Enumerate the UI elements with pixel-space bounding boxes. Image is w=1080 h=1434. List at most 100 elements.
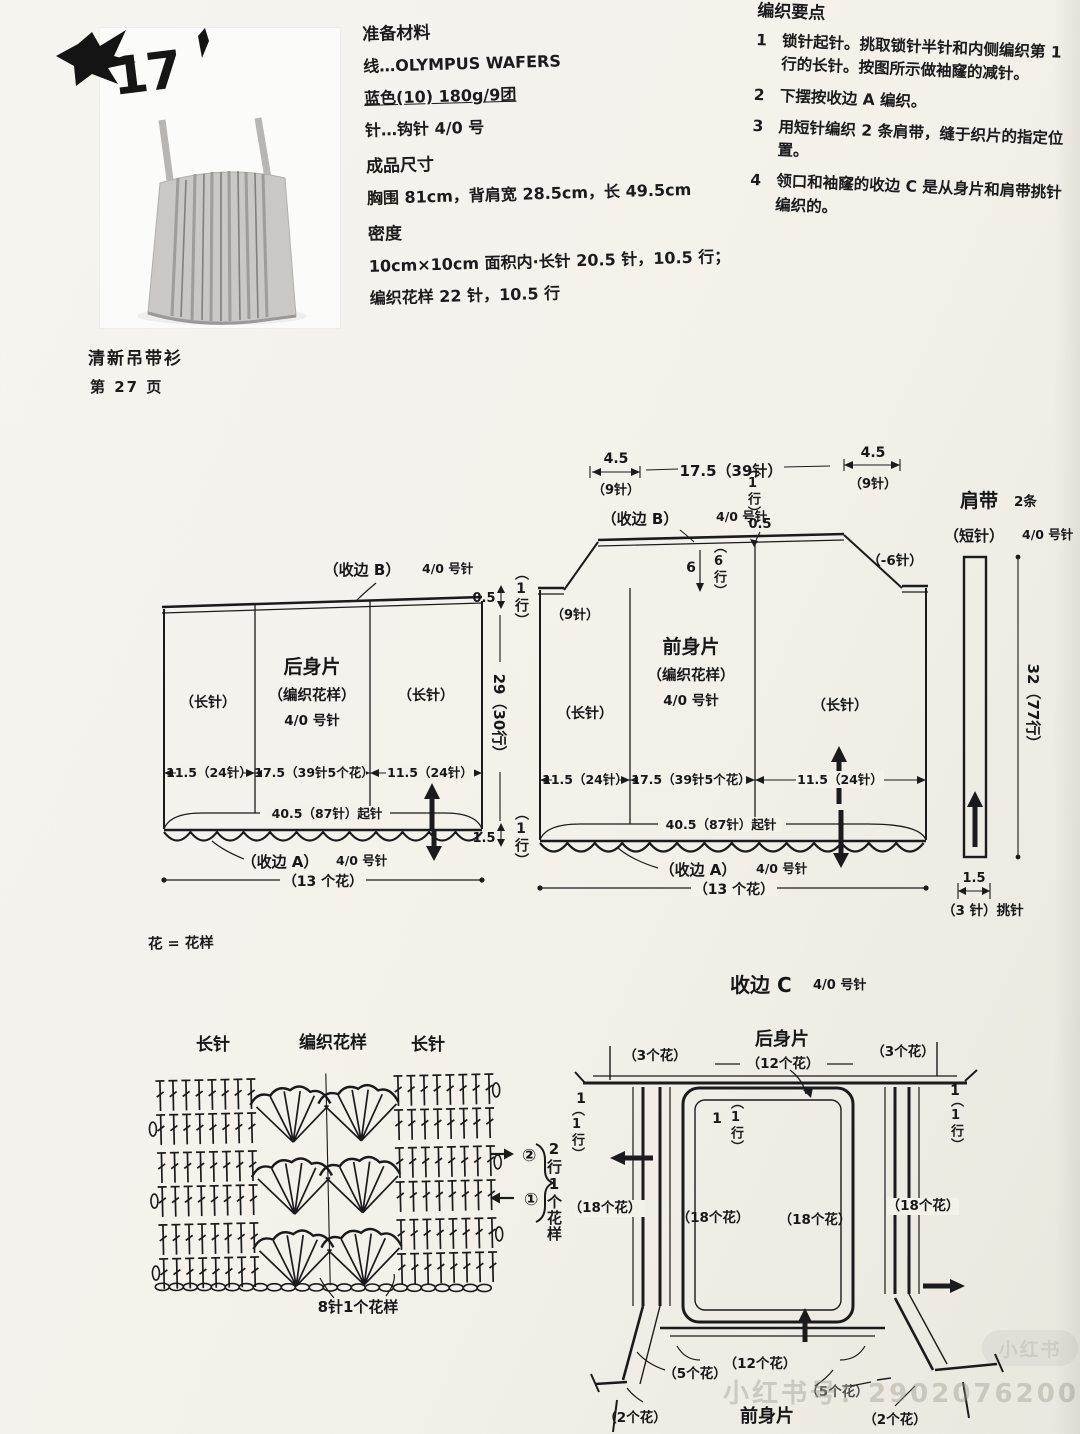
yarn-line: 线…OLYMPUS WAFERS xyxy=(362,51,562,77)
neck-depth-value: 6 xyxy=(686,560,696,576)
bird-silhouette-icon xyxy=(56,30,136,86)
edge-c-front-label: 前身片 xyxy=(740,1405,794,1427)
edge-c-rows-center: （1行） xyxy=(728,1096,743,1154)
keypoint-text: 领口和袖窿的收边 C 是从身片和肩带挑针编织的。 xyxy=(774,172,1063,216)
edge-b-hook-label: 4/0 号针 xyxy=(422,561,474,576)
motif3-ticks xyxy=(609,1042,938,1080)
gauge-heading: 密度 xyxy=(367,223,403,245)
front-strap-sts-right: （9针） xyxy=(849,476,897,492)
shoulder-strap-diagram: 肩带 2条 （短针） 4/0 号针 32（77行） 1.5 （3 针）挑针 xyxy=(942,489,1074,919)
edge-c-rows-right: （1行） xyxy=(948,1094,963,1152)
top-dimension-lines xyxy=(592,464,900,473)
left-5-pointer xyxy=(636,1351,666,1371)
edge-a-pointer xyxy=(211,840,245,860)
keypoint-item: 4 领口和袖窿的收边 C 是从身片和肩带挑针编织的。 xyxy=(749,169,1075,229)
front-cast-on-line xyxy=(539,823,927,841)
front-shoulder-sts: （9针） xyxy=(551,607,599,623)
vertical-repeat-label: 2行1个花样 xyxy=(545,1140,563,1242)
edge-c-title: 收边 C xyxy=(730,973,792,997)
edge-c-center-inner xyxy=(694,1099,842,1311)
motif5-right: （5个花） xyxy=(805,1383,868,1400)
keypoint-item: 3 用短针编织 2 条肩带，缝于织片的指定位置。 xyxy=(751,115,1077,175)
front-width-middle: 17.5（39针5个花） xyxy=(631,772,750,787)
motif-note: 花 = 花样 xyxy=(147,935,214,953)
motif18-4: （18个花） xyxy=(887,1197,960,1214)
motif18-2: （18个花） xyxy=(677,1209,750,1226)
front-edge-b-pointer xyxy=(679,529,695,543)
back-right-column-label: （长针） xyxy=(398,687,454,704)
xiaohongshu-id-watermark: 小红书号：2902076200 xyxy=(723,1379,1079,1409)
back-cast-on-label: 40.5（87针）起针 xyxy=(272,806,383,821)
keypoint-item: 2 下摆按收边 A 编织。 xyxy=(753,83,1078,120)
front-right-slant xyxy=(843,534,903,589)
edge-b-label: （收边 B） xyxy=(324,561,401,579)
right-5-pointer xyxy=(814,1369,834,1387)
motif18-1: （18个花） xyxy=(569,1199,642,1216)
materials-heading: 准备材料 xyxy=(362,23,431,45)
strap-title: 肩带 xyxy=(960,489,998,512)
edge-c-diagram: 收边 C 4/0 号针 后身片 （3个花） （3个花） （12个花） 1 1 1… xyxy=(569,973,1004,1433)
back-height-label: 29（30行） xyxy=(490,674,508,761)
motif12-bottom: （12个花） xyxy=(724,1355,797,1372)
motif18-3: （18个花） xyxy=(779,1211,852,1228)
front-neck-width: 17.5（39针） xyxy=(680,462,783,480)
edge-c-hook: 4/0 号针 xyxy=(813,977,866,993)
camisole-strap-left xyxy=(158,119,174,181)
front-stitch-pattern-label: （编织花样） xyxy=(648,666,735,684)
front-motif-count: （13 个花） xyxy=(694,881,774,898)
keypoint-item: 1 锁针起针。挑取锁针半针和内侧编织第 1 行的长针。按图所示做袖窿的减针。 xyxy=(755,29,1080,89)
back-width-left: 11.5（24针） xyxy=(166,765,252,780)
front-hook-label: 4/0 号针 xyxy=(663,692,719,709)
keypoint-number: 4 xyxy=(749,171,762,190)
motif2-left: （2个花） xyxy=(603,1409,666,1426)
keypoint-number: 1 xyxy=(755,30,768,50)
edge-b-pointer xyxy=(355,582,377,602)
gauge-line-1: 10cm×10cm 面积内·长针 20.5 针，10.5 行； xyxy=(368,247,731,277)
strap-outline xyxy=(962,555,988,859)
front-edge-a-hook: 4/0 号针 xyxy=(756,861,808,876)
cast-on-line xyxy=(163,812,483,830)
chart-label-left: 长针 xyxy=(196,1034,230,1055)
front-edge-a-pointer xyxy=(617,847,659,869)
edge-c-bold-arrows xyxy=(623,1155,952,1342)
keypoint-text: 用短针编织 2 条肩带，缝于织片的指定位置。 xyxy=(777,117,1064,161)
front-width-right: 11.5（24针） xyxy=(797,772,883,787)
knitting-keypoints-block: 编织要点 1 锁针起针。挑取锁针半针和内侧编织第 1 行的长针。按图所示做袖窿的… xyxy=(749,0,1080,229)
size-heading: 成品尺寸 xyxy=(365,154,435,177)
front-edge-a-label: （收边 A） xyxy=(660,861,737,879)
front-edge-b-rows: 0.5 xyxy=(748,517,771,532)
edge-a-hook-label: 4/0 号针 xyxy=(336,853,388,868)
keypoint-number: 2 xyxy=(753,85,766,104)
camisole-body xyxy=(147,171,297,323)
motif5-left: （5个花） xyxy=(663,1365,726,1382)
armhole-decrease-label: （-6针） xyxy=(867,552,923,569)
back-stitch-pattern-label: （编织花样） xyxy=(269,686,356,704)
back-width-middle: 17.5（39针5个花） xyxy=(254,765,373,780)
gauge-line-2: 编织花样 22 针，10.5 行 xyxy=(369,283,561,308)
repeat-brace xyxy=(535,1143,556,1223)
size-line: 胸围 81cm，背肩宽 28.5cm，长 49.5cm xyxy=(366,179,692,209)
motif3-right: （3个花） xyxy=(871,1043,934,1060)
row2-mark: ② xyxy=(522,1146,536,1166)
front-right-column-label: （长针） xyxy=(812,697,868,714)
edge-c-rows-left: （1行） xyxy=(569,1103,584,1161)
front-edge-b-rows-unit: （1行） xyxy=(745,462,760,520)
arrowheads xyxy=(161,585,505,883)
strap-hook-label: 4/0 号针 xyxy=(1022,527,1074,542)
bold-direction-arrows xyxy=(429,797,437,847)
back-left-column-label: （长针） xyxy=(180,694,236,711)
front-arrowheads xyxy=(537,461,929,891)
front-scallop-edge xyxy=(539,841,925,853)
front-strap-width-right: 4.5 xyxy=(861,445,886,461)
xiaohongshu-badge: 小红书 xyxy=(982,1330,1078,1366)
front-piece-diagram: 4.5 （9针） 17.5（39针） 4.5 （9针） （收边 B） 4/0 号… xyxy=(537,445,929,898)
back-motif-count: （13 个花） xyxy=(283,873,363,890)
front-width-left: 11.5（24针） xyxy=(542,772,628,787)
left-2-pointer xyxy=(626,1387,644,1403)
motif12-top: （12个花） xyxy=(747,1055,820,1072)
materials-block: 准备材料 线…OLYMPUS WAFERS 蓝色(10) 180g/9团 针…钩… xyxy=(362,11,780,312)
page-edge-shadow xyxy=(1054,0,1080,1434)
back-width-right: 11.5（24针） xyxy=(387,765,473,780)
pattern-title: 清新吊带衫 xyxy=(88,349,183,369)
